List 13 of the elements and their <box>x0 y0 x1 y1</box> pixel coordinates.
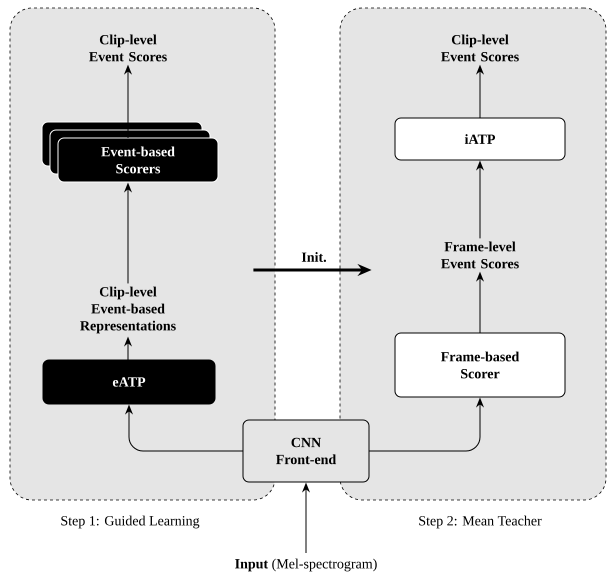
output-label: Clip-level Event-based Representations <box>80 286 176 334</box>
pooling-box: eATP <box>42 360 216 404</box>
panel-caption: Step 2: Mean Teacher <box>419 516 542 528</box>
process-box: Frame-based Scorer <box>394 332 566 398</box>
edge-label: Init. <box>302 252 326 262</box>
frontend-box: CNN Front-end <box>242 420 370 482</box>
output-label: Clip-level Event Scores <box>441 34 519 62</box>
output-label: Frame-level Event Scores <box>441 242 519 268</box>
panel-caption: Step 1: Guided Learning <box>61 516 200 528</box>
process-box: iATP <box>394 118 566 160</box>
input-label: Input (Mel-spectrogram) <box>235 558 377 572</box>
scorer-stack: Event-based Scorers <box>42 122 218 182</box>
output-label: Clip-level Event Scores <box>89 34 167 62</box>
